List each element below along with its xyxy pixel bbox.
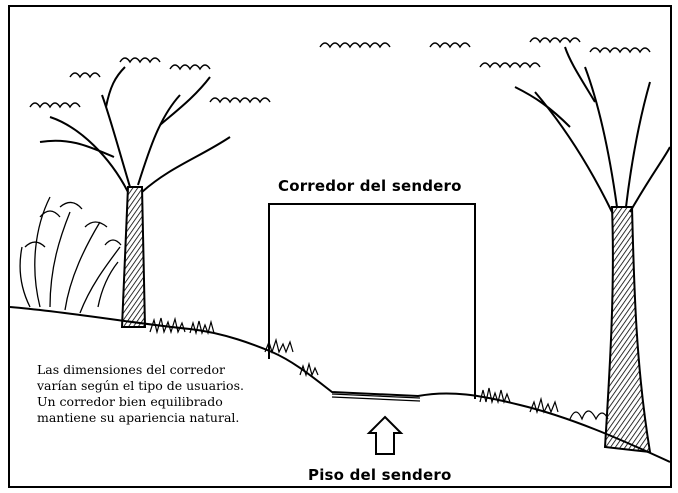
caption-text: Las dimensiones del corredor varían segú… bbox=[37, 362, 307, 426]
corridor-label: Corredor del sendero bbox=[278, 177, 462, 195]
caption-line: Las dimensiones del corredor bbox=[37, 362, 225, 377]
grass-tufts bbox=[149, 316, 609, 421]
left-tree bbox=[29, 57, 271, 328]
caption-line: Un corredor bien equilibrado bbox=[37, 394, 223, 409]
arrow-up-icon bbox=[366, 415, 404, 455]
floor-label: Piso del sendero bbox=[308, 466, 452, 484]
caption-line: mantiene su apariencia natural. bbox=[37, 410, 240, 425]
caption-line: varían según el tipo de usuarios. bbox=[37, 378, 244, 393]
trail-corridor-illustration bbox=[10, 37, 670, 463]
corridor-rectangle bbox=[268, 203, 476, 399]
left-bush bbox=[19, 196, 122, 314]
illustration-frame: Corredor del sendero Piso del sendero La… bbox=[8, 5, 672, 488]
right-tree bbox=[319, 37, 670, 454]
trail-floor bbox=[331, 393, 421, 402]
